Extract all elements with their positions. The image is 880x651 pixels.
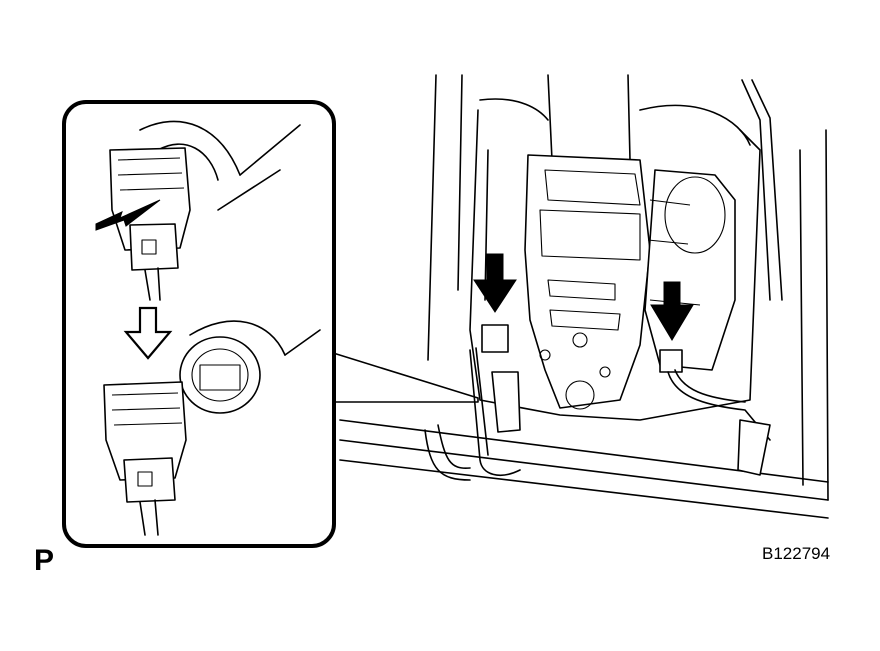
detail-inset	[62, 100, 479, 548]
solid-arrow-icon	[95, 199, 161, 231]
inset-frame	[62, 100, 336, 548]
connector-before-release	[109, 120, 301, 301]
connector-after-release	[103, 320, 321, 536]
solid-down-arrow-icon	[473, 253, 517, 313]
figure-code: B122794	[762, 544, 831, 563]
hollow-down-arrow-icon	[123, 306, 173, 360]
solid-down-arrow-icon	[650, 281, 694, 341]
view-letter: P	[34, 544, 55, 577]
seat-frame-drawing	[339, 74, 829, 519]
